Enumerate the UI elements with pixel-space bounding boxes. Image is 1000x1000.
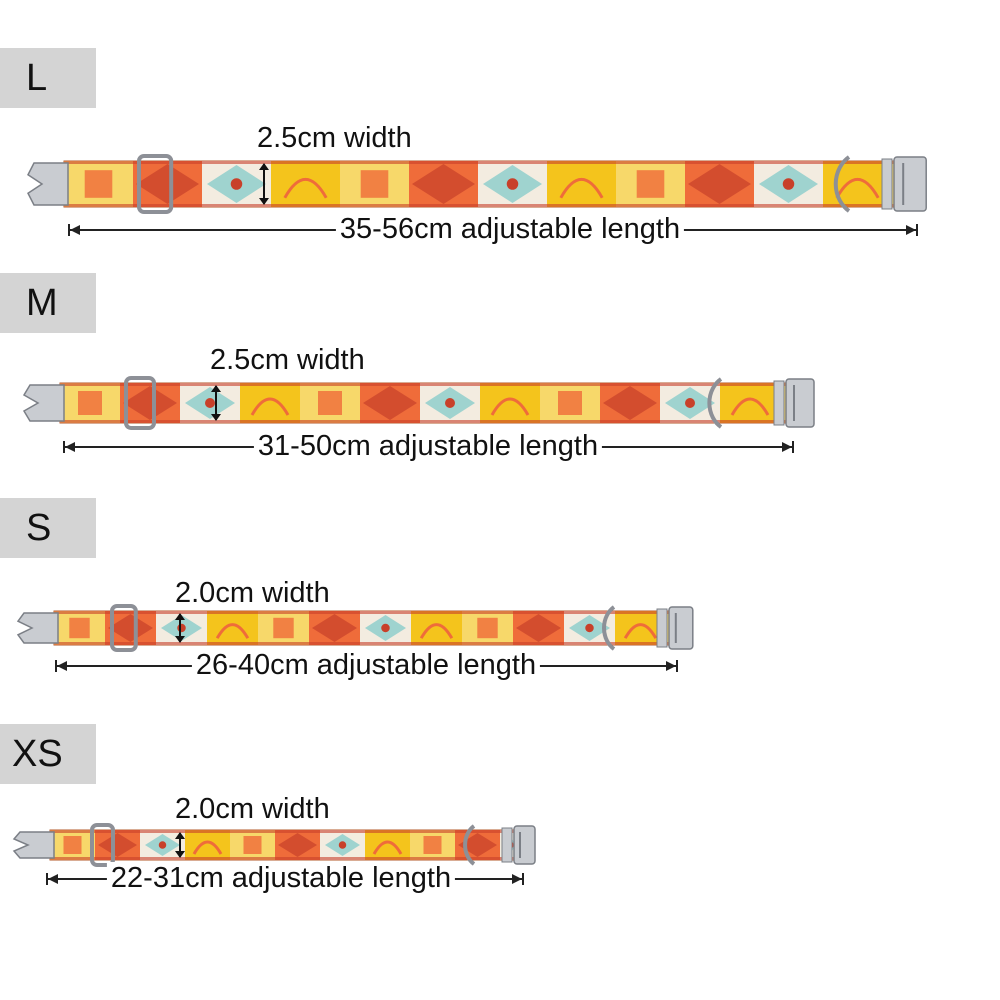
length-label-s: 26-40cm adjustable length: [191, 649, 541, 681]
clip-buckle-icon: [668, 606, 694, 650]
buckle-icon: [22, 384, 65, 422]
slide-adjuster-icon: [90, 823, 115, 867]
collar-xs: [12, 823, 536, 867]
length-label-m: 31-50cm adjustable length: [253, 430, 603, 462]
collar-pattern: [60, 383, 800, 423]
collar-l: [27, 154, 927, 214]
d-ring-icon: [463, 824, 476, 866]
collar-edge-top: [54, 611, 684, 614]
keeper-loop: [501, 827, 513, 863]
width-arrow-top: [175, 613, 185, 620]
slide-adjuster-icon: [137, 154, 174, 214]
buckle-icon: [27, 162, 69, 206]
width-arrow-bottom: [211, 414, 221, 421]
collar-edge-bottom: [54, 642, 684, 645]
clip-buckle-icon: [513, 825, 536, 865]
keeper-loop: [656, 608, 668, 648]
width-arrow-top: [175, 832, 185, 839]
d-ring-icon: [833, 155, 851, 213]
buckle-icon: [12, 831, 55, 859]
collar-edge-top: [50, 830, 520, 833]
width-arrow-top: [259, 163, 269, 170]
keeper-loop: [773, 380, 785, 426]
collar-m: [22, 376, 815, 430]
collar-s: [16, 604, 694, 652]
collar-pattern: [54, 611, 684, 645]
d-ring-icon: [707, 377, 723, 429]
width-label-s: 2.0cm width: [175, 577, 330, 609]
width-label-m: 2.5cm width: [210, 344, 365, 376]
width-label-l: 2.5cm width: [257, 122, 412, 154]
buckle-icon: [16, 612, 59, 644]
d-ring-icon: [602, 605, 616, 651]
collar-pattern: [50, 830, 520, 860]
size-tab-m: M: [0, 273, 96, 333]
collar-pattern: [64, 161, 914, 207]
width-arrow-bottom: [259, 198, 269, 205]
width-label-xs: 2.0cm width: [175, 793, 330, 825]
width-arrow-bottom: [175, 851, 185, 858]
width-arrow-bottom: [175, 636, 185, 643]
collar-edge-bottom: [50, 857, 520, 860]
length-label-xs: 22-31cm adjustable length: [106, 862, 456, 894]
collar-edge-bottom: [64, 204, 914, 207]
size-tab-s: S: [0, 498, 96, 558]
slide-adjuster-icon: [124, 376, 156, 430]
length-label-l: 35-56cm adjustable length: [335, 213, 685, 245]
size-tab-xs: XS: [0, 724, 96, 784]
keeper-loop: [881, 158, 893, 210]
size-tab-l: L: [0, 48, 96, 108]
collar-edge-top: [64, 161, 914, 164]
slide-adjuster-icon: [110, 604, 138, 652]
clip-buckle-icon: [893, 156, 927, 212]
collar-edge-bottom: [60, 420, 800, 423]
collar-edge-top: [60, 383, 800, 386]
clip-buckle-icon: [785, 378, 815, 428]
width-arrow-top: [211, 385, 221, 392]
